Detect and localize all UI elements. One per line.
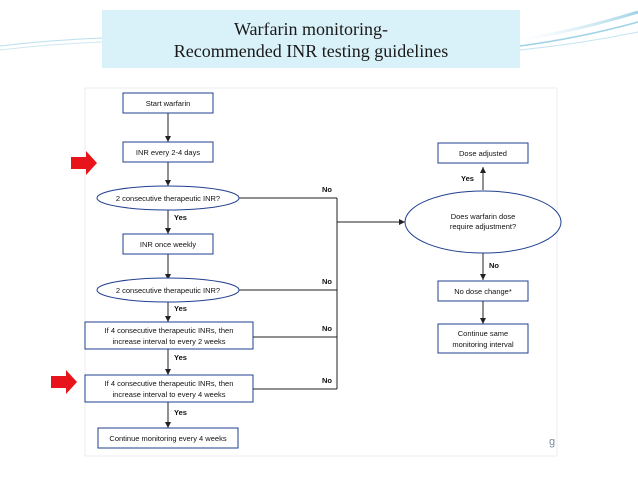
- red-pointer-arrow-bottom: [51, 370, 77, 394]
- dose-adjusted-box: [437, 142, 529, 164]
- start-label: Start warfarin: [146, 99, 191, 108]
- yes-label-decision-2: Yes: [174, 304, 187, 313]
- inr-weekly-label: INR once weekly: [140, 240, 197, 249]
- no-label-decision-1: No: [322, 185, 332, 194]
- inr-weekly-box: [122, 233, 214, 255]
- continue-4wk-box: [97, 427, 239, 449]
- yes-label-step-4wk: Yes: [174, 408, 187, 417]
- continue-same-box: [437, 323, 529, 354]
- step-4wk-line-2: increase interval to every 4 weeks: [113, 390, 226, 399]
- no-dose-change-label: No dose change*: [454, 287, 512, 296]
- page-number-fragment: g: [549, 436, 556, 448]
- decorative-swoosh-right: [519, 10, 638, 51]
- decision-2-ellipse: [96, 277, 240, 303]
- decision-2-label: 2 consecutive therapeutic INR?: [116, 286, 220, 295]
- dose-decision-line-2: require adjustment?: [450, 222, 516, 231]
- yes-label-decision-1: Yes: [174, 213, 187, 222]
- step-2wk-box: [84, 321, 254, 350]
- no-label-step-4wk: No: [322, 376, 332, 385]
- step-2wk-line-1: If 4 consecutive therapeutic INRs, then: [105, 326, 234, 335]
- dose-decision-ellipse: [404, 190, 562, 254]
- start-box: [122, 92, 214, 114]
- step-4wk-box: [84, 374, 254, 403]
- title-line-2: Recommended INR testing guidelines: [173, 41, 449, 61]
- title-line-1: Warfarin monitoring-: [233, 19, 388, 39]
- dose-adjusted-label: Dose adjusted: [459, 149, 507, 158]
- no-dose-change-box: [437, 280, 529, 302]
- slide-title: Warfarin monitoring- Recommended INR tes…: [102, 10, 520, 68]
- decision-1-ellipse: [96, 185, 240, 211]
- connectors: [165, 113, 486, 428]
- no-label-dose: No: [489, 261, 499, 270]
- step-4wk-line-1: If 4 consecutive therapeutic INRs, then: [105, 379, 234, 388]
- step-2wk-line-2: increase interval to every 2 weeks: [113, 337, 226, 346]
- yes-label-dose: Yes: [461, 174, 474, 183]
- red-pointer-arrow-top: [71, 151, 97, 175]
- continue-4wk-label: Continue monitoring every 4 weeks: [109, 434, 226, 443]
- decision-1-label: 2 consecutive therapeutic INR?: [116, 194, 220, 203]
- decorative-swoosh-left: [0, 37, 103, 51]
- yes-label-step-2wk: Yes: [174, 353, 187, 362]
- inr-2-4-label: INR every 2-4 days: [136, 148, 200, 157]
- inr-2-4-box: [122, 141, 214, 163]
- no-label-decision-2: No: [322, 277, 332, 286]
- no-label-step-2wk: No: [322, 324, 332, 333]
- continue-same-line-2: monitoring interval: [452, 340, 514, 349]
- dose-decision-line-1: Does warfarin dose: [451, 212, 516, 221]
- continue-same-line-1: Continue same: [458, 329, 508, 338]
